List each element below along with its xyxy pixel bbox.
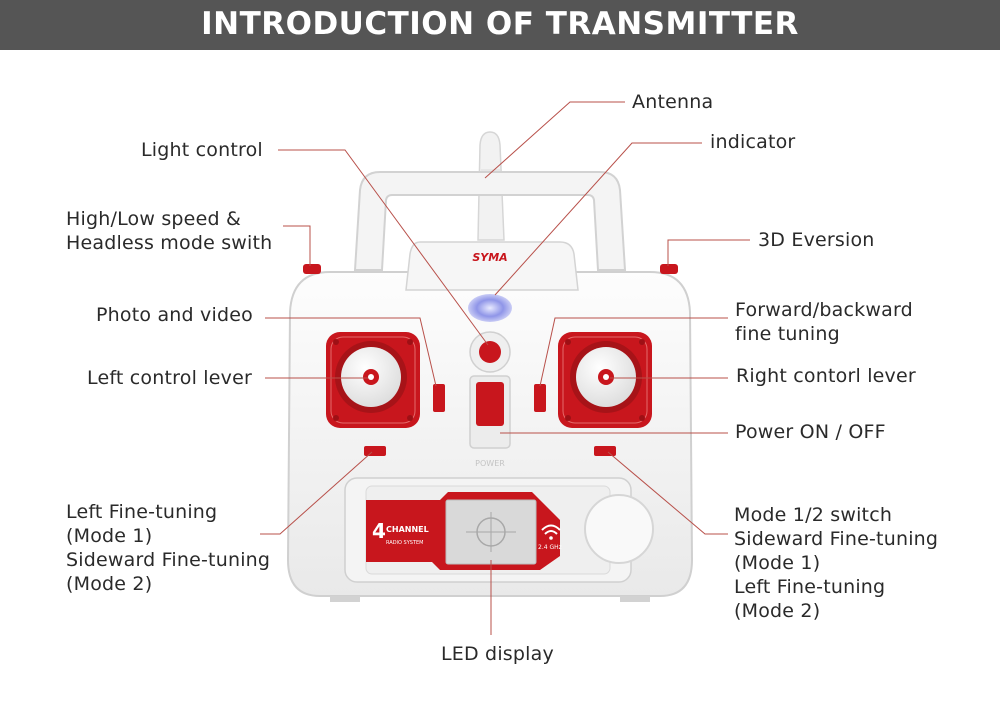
syma-logo: SYMA: [472, 251, 507, 264]
forward-backward-trim[interactable]: [534, 384, 546, 412]
left-control-lever[interactable]: [326, 332, 420, 428]
photo-video-button[interactable]: [433, 384, 445, 412]
right-control-lever[interactable]: [558, 332, 652, 428]
led-display-label: LED display: [441, 643, 554, 665]
indicator-leader: [494, 142, 702, 296]
wifi-icon: [541, 524, 561, 540]
left-fine-label: Left Fine-tuning (Mode 1) Sideward Fine-…: [66, 501, 271, 595]
3d-eversion-button[interactable]: [660, 264, 678, 274]
3d-eversion-leader: [667, 239, 750, 266]
indicator-label: indicator: [710, 131, 796, 153]
light-control-button[interactable]: [469, 331, 511, 373]
mode-switch-leader: [607, 451, 728, 535]
fb-trim-leader: [539, 317, 728, 387]
right-lever-label: Right contorl lever: [736, 365, 916, 387]
channel-label: CHANNEL: [386, 525, 429, 534]
left-fine-tuning-button[interactable]: [364, 446, 386, 456]
speed-headless-label: High/Low speed & Headless mode swith: [66, 208, 273, 254]
photo-video-leader: [265, 317, 437, 387]
speed-headless-leader: [283, 225, 311, 266]
radio-system-label: RADIO SYSTEM: [386, 540, 423, 546]
power-switch[interactable]: [469, 375, 511, 449]
photo-video-label: Photo and video: [96, 304, 253, 326]
power-label-text: Power ON / OFF: [735, 421, 886, 443]
mode-switch-button[interactable]: [594, 446, 616, 456]
fb-trim-label: Forward/backward fine tuning: [735, 299, 913, 345]
light-control-label: Light control: [141, 139, 263, 161]
antenna-label: Antenna: [632, 91, 714, 113]
power-label: POWER: [475, 459, 505, 468]
light-control-leader: [278, 149, 489, 346]
channel-badge: 4: [372, 519, 386, 543]
battery-cover[interactable]: [584, 494, 654, 564]
indicator-light: [468, 294, 512, 322]
frequency-label: 2.4 GHz: [538, 544, 562, 551]
leader-lines: [260, 101, 750, 635]
3d-eversion-label: 3D Eversion: [758, 229, 875, 251]
speed-headless-button[interactable]: [303, 264, 321, 274]
title-bar: INTRODUCTION OF TRANSMITTER: [0, 0, 1000, 50]
carry-handle: [353, 171, 627, 271]
led-display: [445, 499, 537, 565]
antenna-leader: [484, 101, 625, 179]
left-lever-label: Left control lever: [87, 367, 252, 389]
page-title: INTRODUCTION OF TRANSMITTER: [201, 6, 799, 42]
mode-switch-label: Mode 1/2 switch Sideward Fine-tuning (Mo…: [734, 504, 939, 622]
left-fine-leader: [260, 451, 373, 535]
